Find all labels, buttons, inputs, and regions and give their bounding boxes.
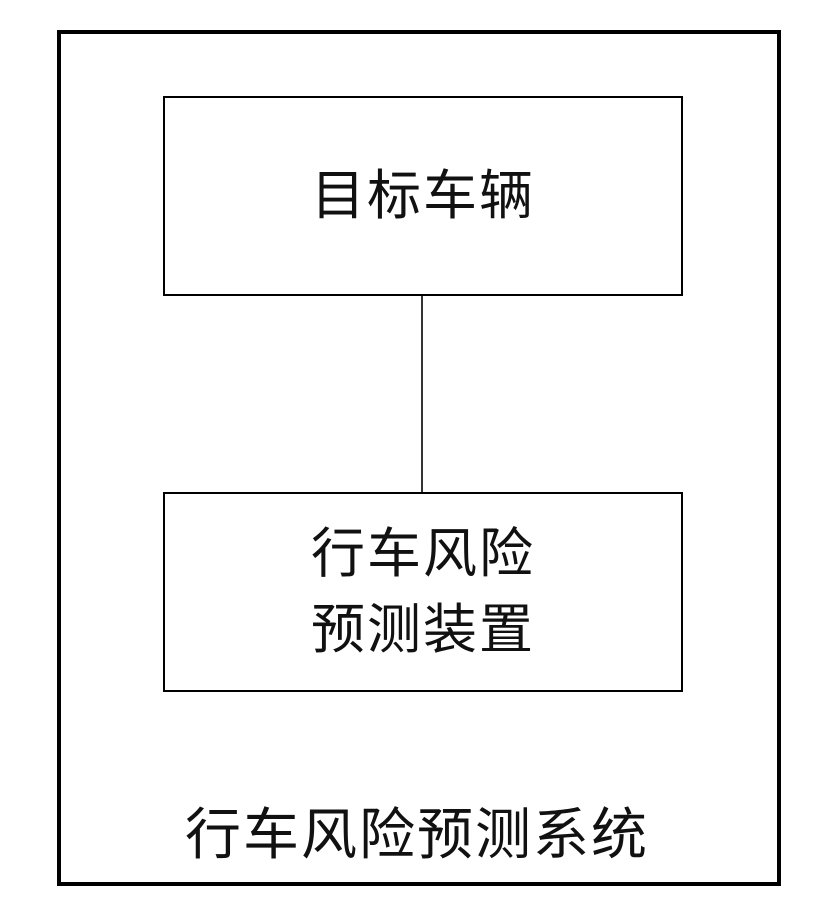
risk-prediction-device-box: 行车风险 预测装置	[163, 492, 683, 692]
risk-prediction-device-label-line-1: 行车风险	[311, 516, 535, 592]
connector-line	[421, 296, 423, 492]
risk-prediction-device-label: 行车风险 预测装置	[311, 516, 535, 667]
target-vehicle-label-line-1: 目标车辆	[311, 158, 535, 234]
target-vehicle-box: 目标车辆	[163, 96, 683, 296]
risk-prediction-device-label-line-2: 预测装置	[311, 592, 535, 668]
system-label: 行车风险预测系统	[0, 800, 834, 872]
target-vehicle-label: 目标车辆	[311, 158, 535, 234]
